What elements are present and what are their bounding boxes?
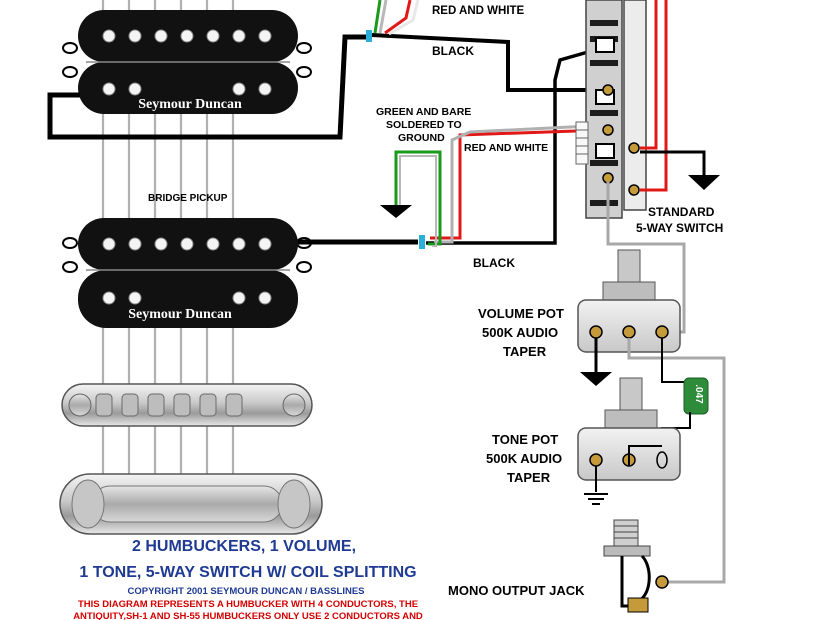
label-tone-3: TAPER bbox=[507, 470, 551, 485]
label-volume-3: TAPER bbox=[503, 344, 547, 359]
neck-pickup: Seymour Duncan bbox=[62, 10, 312, 114]
capacitor-value: .047 bbox=[693, 384, 704, 404]
label-green-bare-1: GREEN AND BARE bbox=[376, 106, 471, 118]
bridge-red-wire bbox=[430, 128, 606, 240]
label-switch-2: 5-WAY SWITCH bbox=[636, 221, 723, 235]
label-mid-red-white: RED AND WHITE bbox=[464, 142, 548, 154]
label-volume-1: VOLUME POT bbox=[478, 306, 564, 321]
tone-capacitor: .047 bbox=[683, 377, 709, 415]
tune-o-matic-bridge bbox=[61, 383, 313, 427]
volume-pot bbox=[577, 249, 681, 353]
ground-symbol-switch bbox=[688, 175, 720, 190]
label-top-red-white: RED AND WHITE bbox=[432, 5, 525, 17]
stop-tailpiece bbox=[59, 473, 323, 535]
note-line-1: THIS DIAGRAM REPRESENTS A HUMBUCKER WITH… bbox=[78, 599, 418, 610]
label-switch-1: STANDARD bbox=[648, 205, 715, 219]
neck-pickup-brand: Seymour Duncan bbox=[138, 97, 242, 112]
five-way-switch bbox=[575, 0, 647, 219]
bridge-pickup: Seymour Duncan bbox=[62, 218, 312, 328]
label-green-bare-2: SOLDERED TO bbox=[386, 119, 462, 131]
label-tone-2: 500K AUDIO bbox=[486, 451, 562, 466]
neck-black-wire bbox=[371, 33, 608, 92]
green-ground-wire bbox=[394, 150, 442, 246]
ground-symbol-tone bbox=[584, 493, 608, 505]
label-volume-2: 500K AUDIO bbox=[482, 325, 558, 340]
label-tone-1: TONE POT bbox=[492, 432, 558, 447]
ground-symbol-pickup bbox=[380, 205, 412, 218]
output-jack bbox=[603, 519, 669, 613]
diagram-title-line2: 1 TONE, 5-WAY SWITCH W/ COIL SPLITTING bbox=[79, 564, 416, 581]
label-top-black: BLACK bbox=[432, 44, 474, 58]
label-bottom-black: BLACK bbox=[473, 256, 515, 270]
bridge-pickup-brand: Seymour Duncan bbox=[128, 307, 232, 322]
label-green-bare-3: GROUND bbox=[398, 132, 445, 144]
ground-symbol-volume bbox=[580, 372, 612, 386]
neck-pickup-lead bbox=[47, 34, 368, 140]
copyright-text: COPYRIGHT 2001 SEYMOUR DUNCAN / BASSLINE… bbox=[127, 586, 364, 597]
note-line-2: ANTIQUITY,SH-1 AND SH-55 HUMBUCKERS ONLY… bbox=[73, 611, 423, 620]
bridge-black-wire bbox=[426, 48, 596, 245]
label-output-jack: MONO OUTPUT JACK bbox=[448, 583, 585, 598]
label-bridge-pickup: BRIDGE PICKUP bbox=[148, 193, 228, 204]
diagram-title-line1: 2 HUMBUCKERS, 1 VOLUME, bbox=[132, 538, 356, 555]
